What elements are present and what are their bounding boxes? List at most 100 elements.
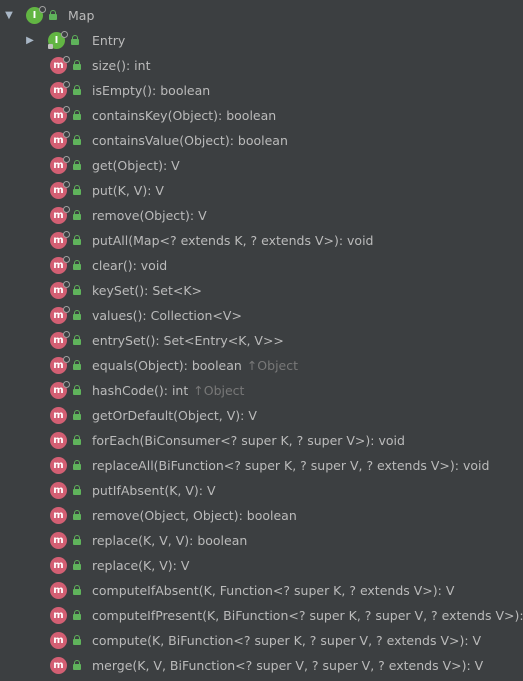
- tree-node-method[interactable]: m replace(K, V, V): boolean: [0, 528, 523, 553]
- method-icon: m: [50, 81, 70, 99]
- badge-letter: m: [53, 135, 64, 146]
- method-icon: m: [50, 607, 67, 624]
- method-signature: computeIfAbsent(K, Function<? super K, ?…: [92, 578, 454, 603]
- method-signature-text: replace(K, V, V): boolean: [92, 533, 248, 548]
- badge-letter: m: [53, 185, 64, 196]
- method-signature: equals(Object): boolean ↑Object: [92, 353, 298, 378]
- tree-node-entry[interactable]: ▶ I Entry: [0, 28, 523, 53]
- badge-letter: m: [53, 235, 64, 246]
- method-icon: m: [50, 657, 67, 674]
- method-icon: m: [50, 532, 67, 549]
- interface-icon: I: [26, 6, 46, 24]
- public-lock-icon: [73, 160, 81, 171]
- public-lock-icon: [73, 235, 81, 246]
- badge-letter: m: [53, 160, 64, 171]
- tree-node-method[interactable]: m computeIfPresent(K, BiFunction<? super …: [0, 603, 523, 628]
- tree-node-method[interactable]: m values(): Collection<V>: [0, 303, 523, 328]
- public-lock-icon: [73, 460, 81, 471]
- badge-letter: m: [53, 310, 64, 321]
- method-icon: m: [50, 482, 67, 499]
- public-lock-icon: [73, 585, 81, 596]
- method-signature: getOrDefault(Object, V): V: [92, 403, 257, 428]
- method-signature-text: containsValue(Object): boolean: [92, 133, 288, 148]
- tree-node-method[interactable]: m remove(Object, Object): boolean: [0, 503, 523, 528]
- tree-node-method[interactable]: m getOrDefault(Object, V): V: [0, 403, 523, 428]
- method-signature-text: remove(Object): V: [92, 208, 207, 223]
- method-icon: m: [50, 407, 67, 424]
- abstract-marker-icon: [63, 131, 70, 138]
- public-lock-icon: [73, 210, 81, 221]
- public-lock-icon: [73, 660, 81, 671]
- method-icon: m: [50, 106, 70, 124]
- badge-letter: m: [53, 360, 64, 371]
- badge-letter: m: [53, 560, 64, 571]
- badge-letter: m: [53, 485, 64, 496]
- public-lock-icon: [73, 360, 81, 371]
- method-signature: merge(K, V, BiFunction<? super V, ? supe…: [92, 653, 483, 678]
- public-lock-icon: [71, 35, 79, 46]
- method-icon: m: [50, 507, 67, 524]
- method-signature-text: clear(): void: [92, 258, 168, 273]
- method-icon: m: [50, 632, 67, 649]
- method-signature-text: hashCode(): int: [92, 383, 189, 398]
- method-icon: m: [50, 156, 70, 174]
- tree-node-method[interactable]: m clear(): void: [0, 253, 523, 278]
- public-lock-icon: [73, 610, 81, 621]
- collapse-arrow-icon[interactable]: ▶: [26, 35, 34, 46]
- tree-node-method[interactable]: m put(K, V): V: [0, 178, 523, 203]
- method-signature-text: computeIfPresent(K, BiFunction<? super K…: [92, 608, 523, 623]
- badge-letter: m: [53, 260, 64, 271]
- tree-node-method[interactable]: m putAll(Map<? extends K, ? extends V>): …: [0, 228, 523, 253]
- tree-node-method[interactable]: m containsKey(Object): boolean: [0, 103, 523, 128]
- tree-node-method[interactable]: m containsValue(Object): boolean: [0, 128, 523, 153]
- abstract-marker-icon: [63, 231, 70, 238]
- method-signature-text: values(): Collection<V>: [92, 308, 242, 323]
- method-icon: m: [50, 231, 70, 249]
- method-icon: m: [50, 306, 70, 324]
- abstract-marker-icon: [63, 331, 70, 338]
- expand-arrow-icon[interactable]: ▼: [5, 10, 13, 21]
- badge-letter: m: [53, 435, 64, 446]
- method-signature: putAll(Map<? extends K, ? extends V>): v…: [92, 228, 374, 253]
- abstract-marker-icon: [61, 31, 68, 38]
- public-lock-icon: [73, 285, 81, 296]
- public-lock-icon: [73, 560, 81, 571]
- public-lock-icon: [73, 60, 81, 71]
- method-signature: replace(K, V, V): boolean: [92, 528, 247, 553]
- tree-node-method[interactable]: m remove(Object): V: [0, 203, 523, 228]
- public-lock-icon: [73, 260, 81, 271]
- tree-node-label: Entry: [92, 33, 126, 48]
- method-signature: containsValue(Object): boolean: [92, 128, 288, 153]
- method-icon: m: [50, 557, 67, 574]
- method-signature: remove(Object, Object): boolean: [92, 503, 297, 528]
- public-lock-icon: [73, 310, 81, 321]
- method-icon: m: [50, 457, 67, 474]
- method-signature: put(K, V): V: [92, 178, 164, 203]
- tree-node-method[interactable]: m merge(K, V, BiFunction<? super V, ? sup…: [0, 653, 523, 678]
- method-signature-text: containsKey(Object): boolean: [92, 108, 277, 123]
- method-icon: m: [50, 206, 70, 224]
- tree-node-map[interactable]: ▼ I Map: [0, 3, 523, 28]
- tree-node-method[interactable]: m equals(Object): boolean ↑Object: [0, 353, 523, 378]
- method-signature-text: equals(Object): boolean: [92, 358, 242, 373]
- method-icon: m: [50, 356, 70, 374]
- tree-node-method[interactable]: m forEach(BiConsumer<? super K, ? super V…: [0, 428, 523, 453]
- public-lock-icon: [73, 435, 81, 446]
- inherited-from-label: ↑Object: [193, 383, 245, 398]
- tree-node-label: Map: [68, 8, 95, 23]
- method-icon: m: [50, 331, 70, 349]
- method-signature: forEach(BiConsumer<? super K, ? super V>…: [92, 428, 405, 453]
- badge-letter: m: [53, 335, 64, 346]
- inherited-from-label: ↑Object: [246, 358, 299, 373]
